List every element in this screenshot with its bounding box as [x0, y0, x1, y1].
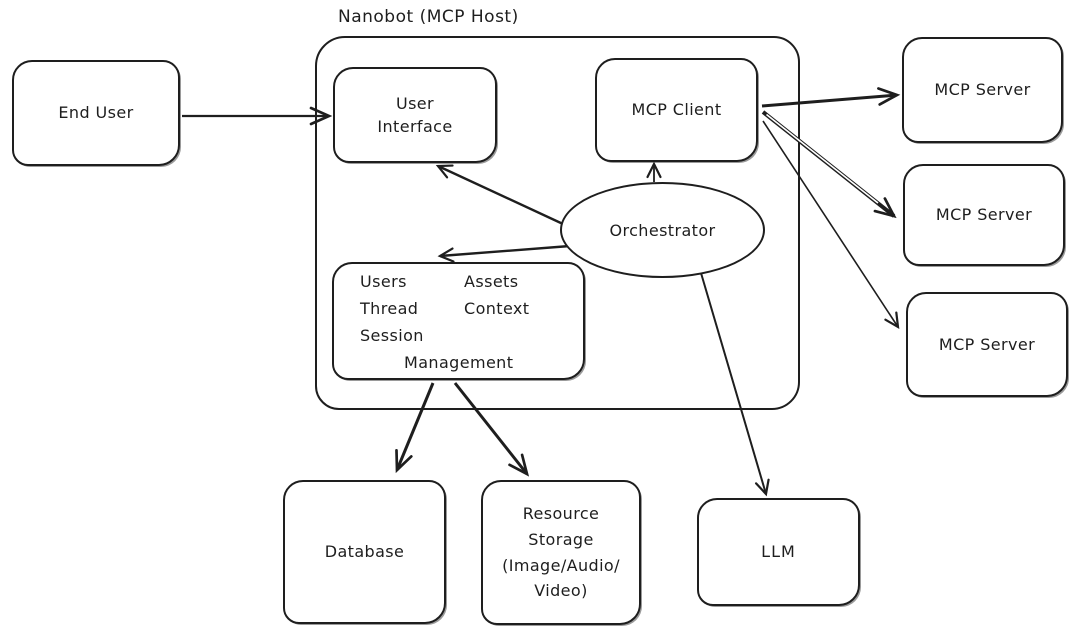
- management-users: Users: [360, 272, 407, 291]
- node-orchestrator: Orchestrator: [560, 182, 765, 278]
- edge-mcp-client-to-mcp-server-2-inner: [766, 113, 879, 204]
- node-database: Database: [283, 480, 446, 624]
- node-resource-storage-line2: Storage: [528, 529, 594, 549]
- management-column-1: Users Thread Session: [360, 268, 464, 349]
- management-context: Context: [464, 299, 530, 318]
- node-resource-storage: Resource Storage (Image/Audio/ Video): [481, 480, 641, 625]
- node-mcp-server-3-label: MCP Server: [938, 334, 1036, 354]
- edge-orchestrator-to-management: [437, 244, 571, 263]
- edge-orchestrator-to-llm: [700, 272, 770, 497]
- node-user-interface-label-line2: Interface: [377, 117, 453, 136]
- node-mcp-server-3: MCP Server: [906, 292, 1068, 397]
- node-llm: LLM: [697, 498, 860, 606]
- edge-mcp-client-to-mcp-server-1: [761, 87, 901, 108]
- node-mcp-client-label: MCP Client: [631, 100, 722, 120]
- management-footer: Management: [404, 353, 514, 372]
- node-mcp-client: MCP Client: [595, 58, 758, 162]
- node-resource-storage-line1: Resource: [522, 504, 600, 524]
- edge-mcp-client-to-mcp-server-3: [762, 120, 900, 330]
- edge-management-to-resource-storage: [453, 382, 530, 477]
- node-database-label: Database: [324, 542, 405, 562]
- management-session: Session: [360, 326, 424, 345]
- node-user-interface-label-line1: User: [395, 93, 435, 113]
- frame-title: Nanobot (MCP Host): [338, 7, 519, 27]
- node-mcp-server-1-label: MCP Server: [934, 80, 1031, 100]
- edge-orchestrator-to-user-interface: [435, 164, 564, 226]
- management-assets: Assets: [464, 272, 519, 291]
- node-llm-label: LLM: [761, 542, 796, 562]
- management-column-2: Assets Context: [464, 268, 574, 349]
- management-columns: Users Thread Session Assets Context: [360, 268, 583, 349]
- node-orchestrator-label: Orchestrator: [609, 220, 716, 240]
- management-thread: Thread: [360, 299, 419, 318]
- edge-management-to-database: [395, 382, 435, 474]
- node-user-interface: User Interface: [333, 67, 497, 163]
- mcp-host-frame: [315, 36, 800, 410]
- node-end-user: End User: [12, 60, 180, 166]
- node-resource-storage-line3: (Image/Audio/: [502, 555, 620, 575]
- node-mcp-server-2: MCP Server: [903, 164, 1065, 266]
- node-management: Users Thread Session Assets Context Mana…: [332, 262, 585, 380]
- node-mcp-server-1: MCP Server: [902, 37, 1063, 143]
- node-end-user-label: End User: [58, 103, 134, 123]
- node-mcp-server-2-label: MCP Server: [935, 205, 1033, 225]
- node-management-label: Users Thread Session Assets Context Mana…: [334, 266, 583, 376]
- node-resource-storage-line4: Video): [534, 581, 588, 601]
